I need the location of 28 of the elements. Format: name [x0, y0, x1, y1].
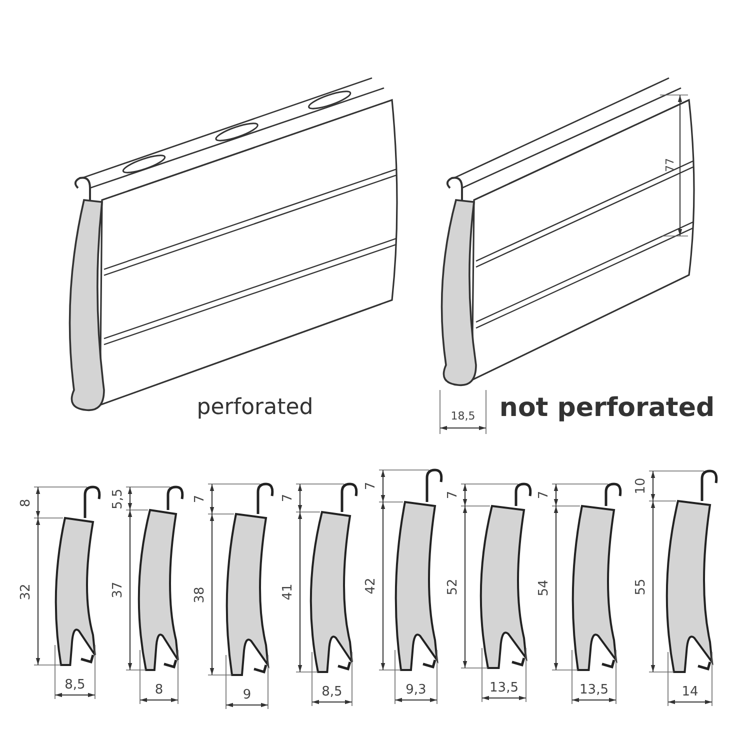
dimension-label: 8 — [154, 684, 164, 696]
dimension-label: 32 — [20, 583, 32, 600]
dimension-label: 7 — [446, 490, 460, 500]
dimension-label: 8 — [20, 498, 32, 507]
dimension-label: 42 — [364, 578, 378, 594]
dimension-label: 8,5 — [322, 686, 342, 698]
dimension-label: 18,5 — [450, 410, 476, 422]
dimension-label: 13,5 — [580, 684, 608, 696]
dimension-label: 9 — [242, 688, 252, 702]
dimension-label: 9,3 — [406, 684, 426, 696]
dimension-label: 7 — [538, 490, 550, 500]
caption: perforated — [196, 397, 314, 419]
dimension-label: 54 — [538, 580, 550, 596]
dimension-label: 14 — [682, 686, 698, 698]
caption: not perforated — [499, 395, 715, 421]
dimension-label: 41 — [282, 584, 294, 600]
dimension-label: 5,5 — [112, 488, 124, 509]
dimension-label: 77 — [664, 158, 676, 172]
dimension-label: 52 — [446, 578, 460, 596]
dimension-label: 7 — [194, 494, 206, 504]
dimension-label: 13,5 — [490, 682, 518, 694]
dimension-label: 7 — [364, 482, 378, 490]
dimension-label: 37 — [112, 582, 124, 598]
dimension-label: 55 — [634, 578, 648, 595]
dimension-label: 10 — [634, 478, 648, 494]
dimension-label: 38 — [194, 586, 206, 603]
dimension-label: 7 — [282, 494, 294, 502]
dimension-label: 8,5 — [64, 678, 86, 692]
